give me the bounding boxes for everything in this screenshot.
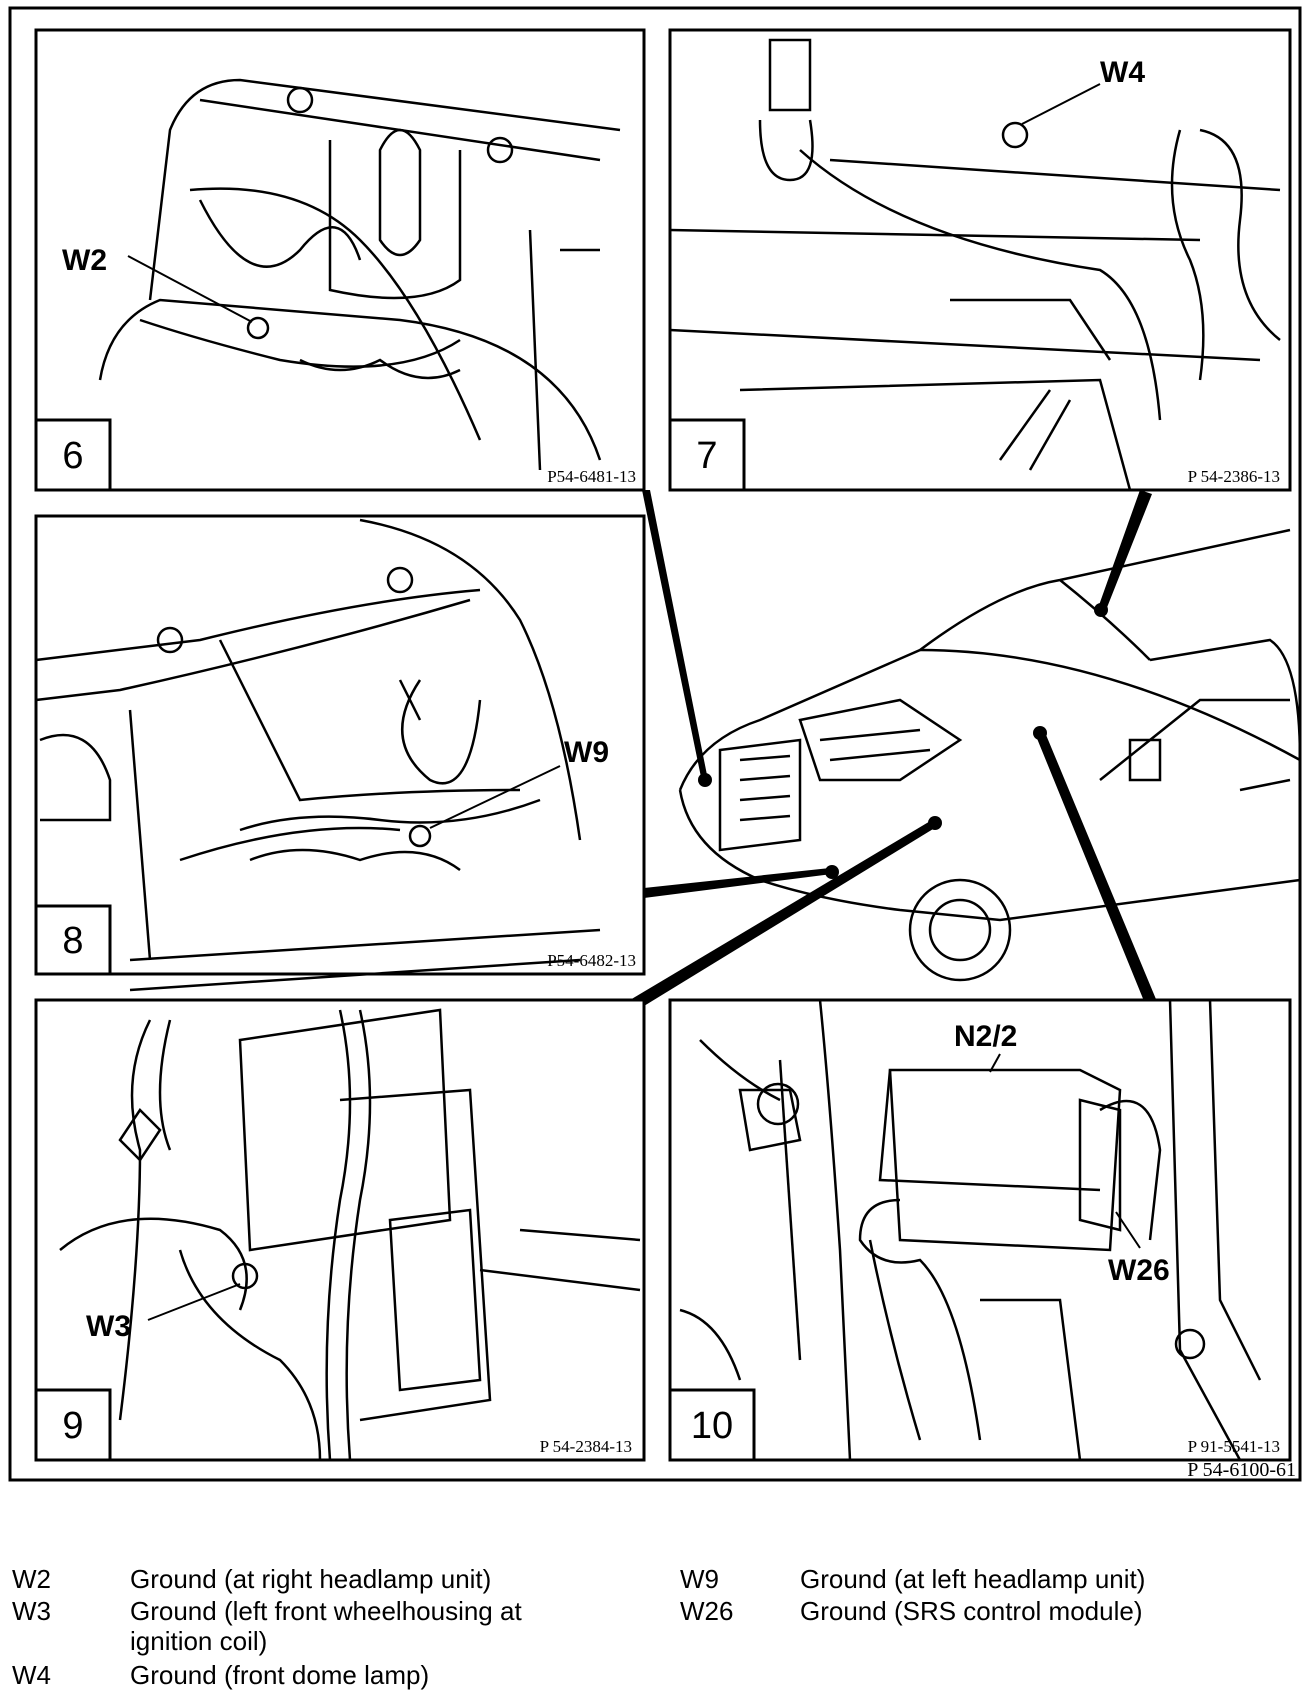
panel-9-number: 9 [62, 1405, 83, 1447]
panel-10-number-box [668, 1388, 756, 1462]
panel-9-number-box [34, 1388, 112, 1462]
panel-10-ref: P 91-5541-13 [1188, 1437, 1280, 1456]
panel-9-ref: P 54-2384-13 [540, 1437, 632, 1456]
panel-9: W3 9 P 54-2384-13 [34, 998, 646, 1462]
panel-8-drawing [35, 518, 601, 992]
n2-2-leader-line [989, 1053, 1001, 1073]
panel-7-ref: P 54-2386-13 [1188, 467, 1280, 486]
w4-leader-line [1021, 83, 1101, 125]
pointer-wedges [630, 490, 1158, 1006]
panel-6-number-box [34, 418, 112, 492]
w3-leader-line [147, 1283, 241, 1321]
panel-10-number: 10 [691, 1405, 733, 1447]
callout-w3: W3 [86, 1310, 131, 1343]
w26-leader-line [1115, 1211, 1141, 1249]
panel-8: W9 8 P54-6482-13 [34, 514, 646, 992]
panel-7-number-box [668, 418, 746, 492]
callout-n2-2: N2/2 [954, 1020, 1017, 1053]
callout-w26: W26 [1108, 1254, 1170, 1287]
panel-6-drawing [98, 78, 621, 471]
w2-leader-line [127, 255, 253, 323]
panel-7-number: 7 [696, 435, 717, 477]
panel-7: W4 7 P 54-2386-13 [668, 28, 1292, 492]
panel-8-ref: P54-6482-13 [547, 951, 636, 970]
panel-9-drawing [59, 1008, 641, 1461]
panel-10: N2/2 W26 10 P 91-5541-13 [668, 998, 1292, 1462]
panel-6-ref: P54-6481-13 [547, 467, 636, 486]
car-overview-drawing [678, 528, 1302, 982]
panel-7-drawing [669, 38, 1281, 491]
w9-leader-line [429, 765, 561, 829]
panel-10-drawing [679, 999, 1262, 1461]
callout-w2: W2 [62, 244, 107, 277]
callout-w4: W4 [1100, 56, 1145, 89]
panel-8-number-box [34, 904, 112, 976]
panel-6: W2 6 P54-6481-13 [34, 28, 646, 492]
figure-ref: P 54-6100-61 [1187, 1459, 1296, 1481]
panel-8-number: 8 [62, 920, 83, 962]
panel-6-number: 6 [62, 435, 83, 477]
callout-w9: W9 [564, 736, 609, 769]
